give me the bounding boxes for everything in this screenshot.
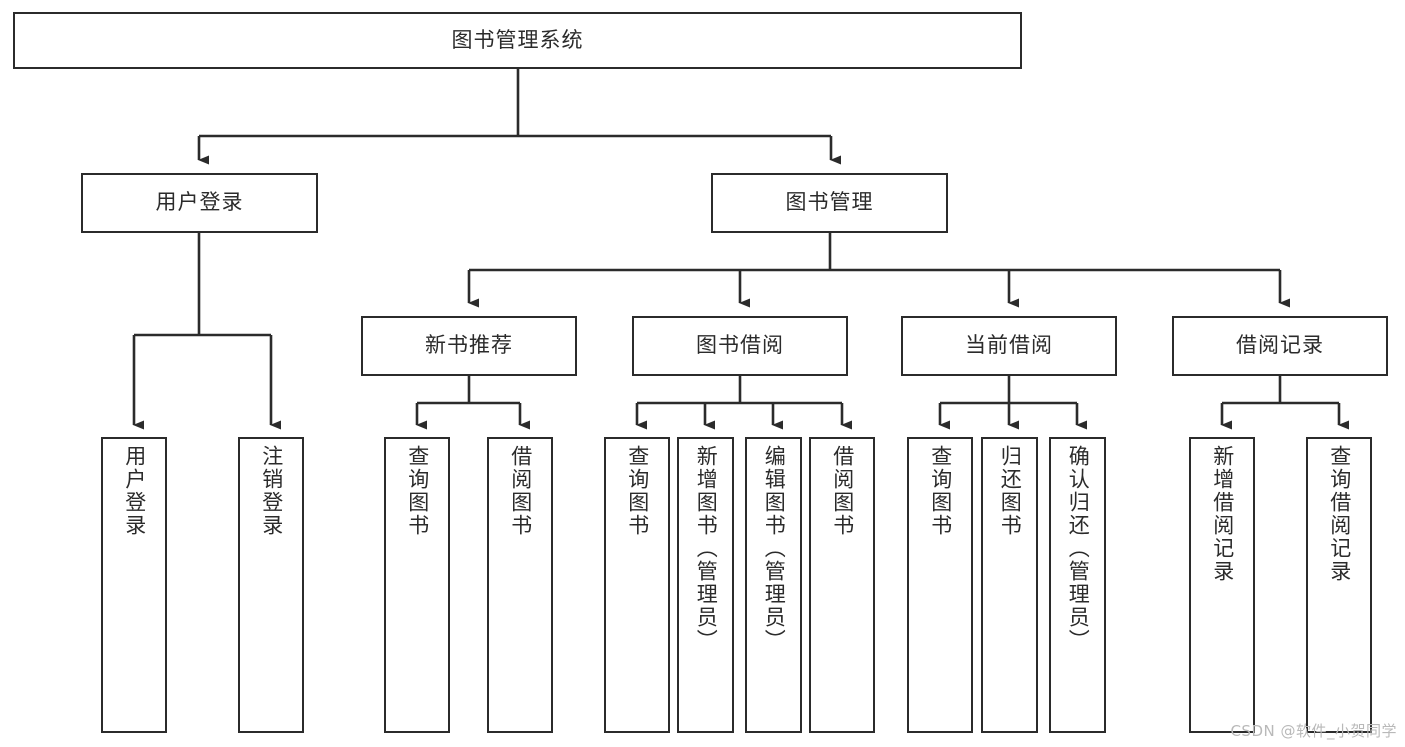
node-borrow-record-label: 借阅记录 — [1236, 333, 1324, 358]
node-user-login-label: 用户登录 — [155, 190, 244, 215]
node-book-manage[interactable]: 图书管理 — [711, 173, 948, 233]
node-leaf-logout-login-label: 注销登录 — [259, 445, 284, 537]
node-new-book-recommend-label: 新书推荐 — [425, 333, 513, 358]
node-leaf-borrow-book-2[interactable]: 借阅图书 — [809, 437, 875, 733]
node-leaf-query-borrow-record-label: 查询借阅记录 — [1327, 445, 1352, 583]
node-root-label: 图书管理系统 — [451, 27, 584, 52]
node-leaf-logout-login[interactable]: 注销登录 — [238, 437, 304, 733]
node-leaf-user-login[interactable]: 用户登录 — [101, 437, 167, 733]
node-leaf-edit-book-admin-label: 编辑图书（管理员） — [762, 445, 787, 652]
node-new-book-recommend[interactable]: 新书推荐 — [361, 316, 577, 376]
node-leaf-query-borrow-record[interactable]: 查询借阅记录 — [1306, 437, 1372, 733]
node-user-login[interactable]: 用户登录 — [81, 173, 318, 233]
node-leaf-return-book[interactable]: 归还图书 — [981, 437, 1038, 733]
node-root[interactable]: 图书管理系统 — [13, 12, 1022, 69]
node-leaf-confirm-return-admin-label: 确认归还（管理员） — [1066, 445, 1091, 652]
node-leaf-query-book-1[interactable]: 查询图书 — [384, 437, 450, 733]
node-borrow-record[interactable]: 借阅记录 — [1172, 316, 1388, 376]
node-leaf-query-book-2-label: 查询图书 — [625, 445, 650, 537]
node-leaf-query-book-3-label: 查询图书 — [928, 445, 953, 537]
node-leaf-user-login-label: 用户登录 — [122, 445, 147, 537]
node-book-borrow[interactable]: 图书借阅 — [632, 316, 848, 376]
node-leaf-confirm-return-admin[interactable]: 确认归还（管理员） — [1049, 437, 1106, 733]
node-leaf-add-book-admin-label: 新增图书（管理员） — [694, 445, 719, 652]
node-book-borrow-label: 图书借阅 — [696, 333, 784, 358]
node-book-manage-label: 图书管理 — [785, 190, 874, 215]
node-leaf-borrow-book-1-label: 借阅图书 — [508, 445, 533, 537]
node-current-borrow[interactable]: 当前借阅 — [901, 316, 1117, 376]
node-current-borrow-label: 当前借阅 — [965, 333, 1053, 358]
node-leaf-add-borrow-record-label: 新增借阅记录 — [1210, 445, 1235, 583]
node-leaf-add-book-admin[interactable]: 新增图书（管理员） — [677, 437, 734, 733]
node-leaf-borrow-book-1[interactable]: 借阅图书 — [487, 437, 553, 733]
node-leaf-query-book-3[interactable]: 查询图书 — [907, 437, 973, 733]
node-leaf-query-book-1-label: 查询图书 — [405, 445, 430, 537]
node-leaf-return-book-label: 归还图书 — [998, 445, 1023, 537]
node-leaf-add-borrow-record[interactable]: 新增借阅记录 — [1189, 437, 1255, 733]
node-leaf-query-book-2[interactable]: 查询图书 — [604, 437, 670, 733]
node-leaf-edit-book-admin[interactable]: 编辑图书（管理员） — [745, 437, 802, 733]
node-leaf-borrow-book-2-label: 借阅图书 — [830, 445, 855, 537]
